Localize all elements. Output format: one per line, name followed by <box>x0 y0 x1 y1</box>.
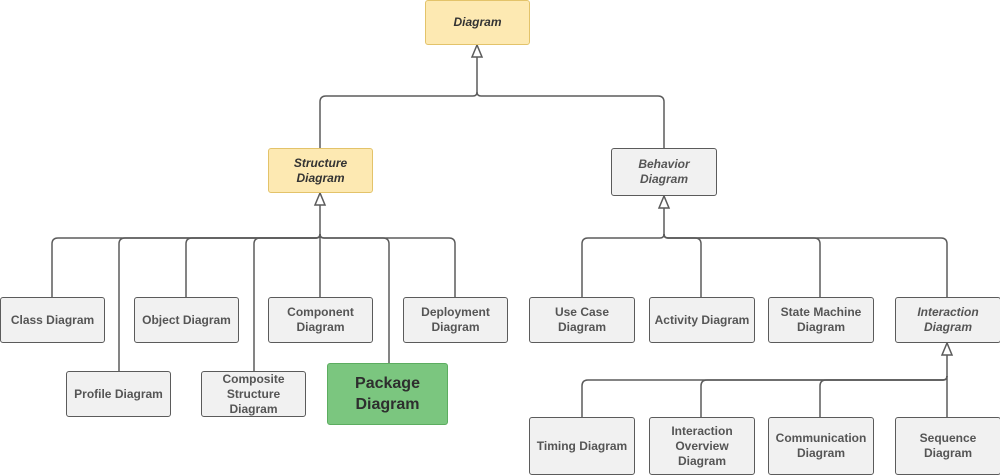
node-state-machine-diagram[interactable]: State Machine Diagram <box>768 297 874 343</box>
node-package-diagram[interactable]: Package Diagram <box>327 363 448 425</box>
node-label: Composite Structure Diagram <box>222 371 285 416</box>
node-interaction-diagram[interactable]: Interaction Diagram <box>895 297 1000 343</box>
node-label: Sequence Diagram <box>919 431 977 460</box>
behavior-branch <box>663 233 821 297</box>
node-use-case-diagram[interactable]: Use Case Diagram <box>529 297 635 343</box>
node-activity-diagram[interactable]: Activity Diagram <box>649 297 755 343</box>
node-label: Diagram <box>453 15 502 29</box>
structure-branch <box>319 233 456 297</box>
node-composite-structure-diagram[interactable]: Composite Structure Diagram <box>201 371 306 417</box>
node-timing-diagram[interactable]: Timing Diagram <box>529 417 635 475</box>
node-label: Interaction Overview Diagram <box>671 423 733 468</box>
diagram-generalization-arrow-icon <box>470 43 484 58</box>
node-label: Use Case Diagram <box>554 305 610 334</box>
node-label: Structure Diagram <box>293 155 348 185</box>
diagram-branch <box>319 91 478 148</box>
node-class-diagram[interactable]: Class Diagram <box>0 297 105 343</box>
node-communication-diagram[interactable]: Communication Diagram <box>768 417 874 475</box>
node-label: Behavior Diagram <box>638 157 690 186</box>
node-label: Profile Diagram <box>74 386 163 401</box>
node-label: Timing Diagram <box>536 438 628 453</box>
node-label: Interaction Diagram <box>917 305 979 334</box>
node-label: Component Diagram <box>287 305 354 334</box>
node-structure-diagram[interactable]: Structure Diagram <box>268 148 373 193</box>
behavior-branch <box>581 233 665 297</box>
behavior-branch <box>663 233 702 297</box>
node-interaction-overview-diagram[interactable]: Interaction Overview Diagram <box>649 417 755 475</box>
node-component-diagram[interactable]: Component Diagram <box>268 297 373 343</box>
interaction-generalization-arrow-icon <box>940 341 954 356</box>
node-diagram[interactable]: Diagram <box>425 0 530 45</box>
diagram-branch <box>476 91 665 148</box>
node-label: Activity Diagram <box>654 312 750 327</box>
node-label: Deployment Diagram <box>421 305 490 334</box>
node-behavior-diagram[interactable]: Behavior Diagram <box>611 148 717 196</box>
node-sequence-diagram[interactable]: Sequence Diagram <box>895 417 1000 475</box>
node-label: Package Diagram <box>355 375 420 413</box>
interaction-branch <box>819 375 948 417</box>
node-label: Communication Diagram <box>775 431 867 460</box>
node-profile-diagram[interactable]: Profile Diagram <box>66 371 171 417</box>
interaction-branch <box>700 375 948 417</box>
node-deployment-diagram[interactable]: Deployment Diagram <box>403 297 508 343</box>
node-label: Object Diagram <box>142 312 231 327</box>
behavior-generalization-arrow-icon <box>657 194 671 209</box>
node-object-diagram[interactable]: Object Diagram <box>134 297 239 343</box>
behavior-branch <box>663 233 948 297</box>
node-label: Class Diagram <box>10 312 95 327</box>
interaction-branch <box>581 375 948 417</box>
structure-branch <box>185 233 321 297</box>
structure-generalization-arrow-icon <box>313 191 327 206</box>
node-label: State Machine Diagram <box>780 305 862 334</box>
